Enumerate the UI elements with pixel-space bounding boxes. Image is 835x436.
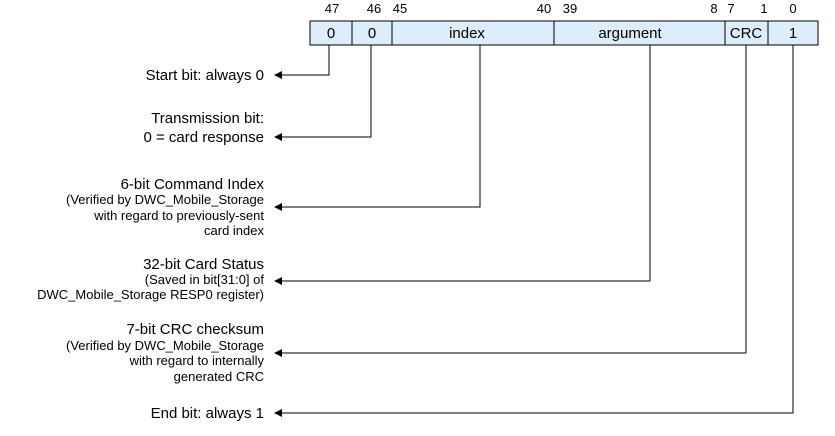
leader-start-bit <box>274 45 330 79</box>
field-transmission-bit-box <box>351 20 393 46</box>
label-end-bit: End bit: always 1 <box>151 405 264 422</box>
field-index-box <box>391 20 555 46</box>
leader-crc-checksum <box>274 45 747 357</box>
leader-lines <box>274 45 794 417</box>
field-argument-label: argument <box>598 25 662 42</box>
bit-number-row: 47 46 45 40 39 8 7 1 0 <box>325 1 797 16</box>
bit-number-39: 39 <box>563 1 577 16</box>
bit-number-0: 0 <box>789 1 796 16</box>
field-index-label: index <box>449 25 485 42</box>
label-card-status-line-2: (Saved in bit[31:0] of <box>145 272 265 287</box>
response-register: 0 0 index argument CRC 1 <box>309 20 819 46</box>
field-descriptions: Start bit: always 0 Transmission bit: 0 … <box>37 67 264 422</box>
field-end-bit-label: 1 <box>789 25 797 42</box>
field-start-bit-label: 0 <box>327 25 335 42</box>
bit-number-46: 46 <box>367 1 381 16</box>
label-crc-checksum-line-4: generated CRC <box>174 369 264 384</box>
label-crc-checksum-line-2: (Verified by DWC_Mobile_Storage <box>66 338 264 353</box>
bit-number-45: 45 <box>393 1 407 16</box>
bit-number-40: 40 <box>537 1 551 16</box>
label-card-status-line-3: DWC_Mobile_Storage RESP0 register) <box>37 287 264 302</box>
label-command-index-line-3: with regard to previously-sent <box>93 208 264 223</box>
bit-number-8: 8 <box>710 1 717 16</box>
label-command-index-line-2: (Verified by DWC_Mobile_Storage <box>66 192 264 207</box>
label-start-bit: Start bit: always 0 <box>146 67 264 84</box>
field-transmission-bit-label: 0 <box>368 25 376 42</box>
leader-end-bit <box>274 45 794 417</box>
field-end-bit-box <box>767 20 819 46</box>
leader-transmission-bit <box>274 45 372 141</box>
leader-command-index <box>274 45 481 211</box>
label-transmission-bit-detail: 0 = card response <box>144 129 265 146</box>
label-crc-checksum-title: 7-bit CRC checksum <box>126 321 264 338</box>
bit-number-47: 47 <box>325 1 339 16</box>
field-crc-label: CRC <box>730 25 763 42</box>
label-command-index-line-4: card index <box>204 223 264 238</box>
label-crc-checksum-line-3: with regard to internally <box>129 353 265 368</box>
label-command-index-title: 6-bit Command Index <box>121 176 265 193</box>
bit-number-7: 7 <box>727 1 734 16</box>
field-start-bit-box <box>309 20 353 46</box>
bit-number-1: 1 <box>760 1 767 16</box>
leader-card-status <box>274 45 651 285</box>
label-transmission-bit-title: Transmission bit: <box>151 110 264 127</box>
label-card-status-title: 32-bit Card Status <box>143 256 264 273</box>
